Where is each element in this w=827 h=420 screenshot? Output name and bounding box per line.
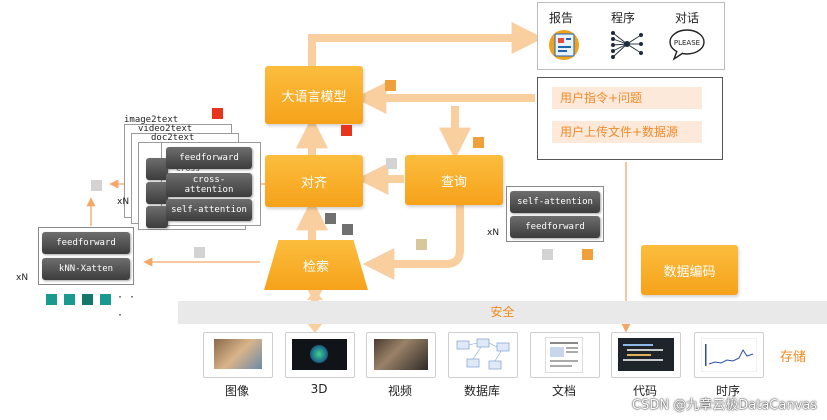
source-card-code	[611, 332, 681, 378]
output-label-dialog: 对话	[675, 11, 700, 25]
token-square	[212, 108, 223, 119]
3d-thumbnail	[292, 339, 347, 370]
source-label-timeseries: 时序	[715, 384, 740, 398]
watermark: CSDN @九章云极DataCanvas	[632, 398, 817, 413]
source-card-3d	[285, 332, 355, 378]
timeseries-chart-icon	[701, 338, 757, 372]
modal-label-image: image2text	[124, 115, 179, 125]
arrow-query-to-retrieve	[362, 205, 464, 280]
output-label-report: 报告	[549, 11, 574, 25]
retrieve-block: 检索	[264, 240, 368, 290]
token-square	[194, 247, 205, 258]
query-block-feedforward: feedforward	[510, 216, 600, 238]
video-thumbnail	[374, 339, 428, 370]
token-square	[386, 158, 397, 169]
block-cross-attention: cross-attention	[166, 173, 252, 197]
token-square	[341, 125, 352, 136]
modal-label-video: video2text	[138, 124, 193, 134]
block-feedforward: feedforward	[166, 147, 252, 169]
database-diagram-icon	[456, 338, 510, 370]
source-label-code: 代码	[632, 384, 657, 398]
token-square	[582, 249, 593, 260]
token-square	[542, 249, 553, 260]
bubble-text: PLEASE	[674, 39, 700, 47]
teal-square	[46, 294, 57, 305]
stack-ghost-block	[146, 158, 168, 180]
ellipsis: · ·	[117, 292, 136, 303]
align-block: 对齐	[265, 155, 363, 207]
speech-bubble-icon: PLEASE	[669, 29, 705, 61]
knn-block-feedforward: feedforward	[42, 232, 130, 254]
source-card-video	[366, 332, 436, 378]
modal-label-doc: doc2text	[151, 133, 195, 143]
teal-square	[82, 294, 93, 305]
storage-label: 存储	[780, 350, 807, 365]
repeat-label: xN	[117, 197, 130, 207]
output-label-program: 程序	[611, 11, 636, 25]
teal-square	[64, 294, 75, 305]
stack-ghost-block	[146, 206, 168, 228]
knn-block-xatten: kNN-Xatten	[42, 258, 130, 280]
query-block-self-attention: self-attention	[510, 191, 600, 213]
block-self-attention: self-attention	[166, 199, 252, 221]
token-square	[91, 180, 102, 191]
program-network-icon	[611, 31, 643, 59]
source-card-timeseries	[694, 332, 764, 378]
data-encoding-block: 数据编码	[641, 245, 738, 295]
source-card-image	[203, 332, 273, 378]
arrow-llm-to-outputs	[308, 22, 544, 66]
source-label-3d: 3D	[310, 382, 328, 396]
report-icon	[549, 30, 579, 60]
token-square	[416, 239, 427, 250]
instruction-user-query: 用户指令+问题	[552, 87, 702, 109]
repeat-label: xN	[487, 228, 500, 238]
instruction-user-files: 用户上传文件+数据源	[552, 121, 702, 143]
source-label-video: 视频	[387, 384, 412, 398]
token-square	[385, 80, 396, 91]
token-square	[342, 224, 353, 235]
query-block: 查询	[405, 155, 503, 205]
token-square	[473, 137, 484, 148]
source-card-document	[530, 332, 600, 378]
source-card-database	[448, 332, 518, 378]
token-square	[325, 213, 336, 224]
source-label-document: 文档	[551, 384, 576, 398]
llm-block: 大语言模型	[265, 66, 363, 124]
source-label-image: 图像	[224, 384, 249, 398]
image-thumbnail	[214, 339, 262, 369]
teal-square	[100, 294, 111, 305]
source-label-database: 数据库	[463, 384, 500, 398]
repeat-label: xN	[16, 273, 29, 283]
code-thumbnail	[618, 338, 674, 371]
safety-bar: 安全	[178, 301, 827, 324]
ellipsis-dot: ·	[117, 310, 124, 321]
stack-ghost-block	[146, 182, 168, 204]
document-thumbnail	[545, 337, 583, 373]
